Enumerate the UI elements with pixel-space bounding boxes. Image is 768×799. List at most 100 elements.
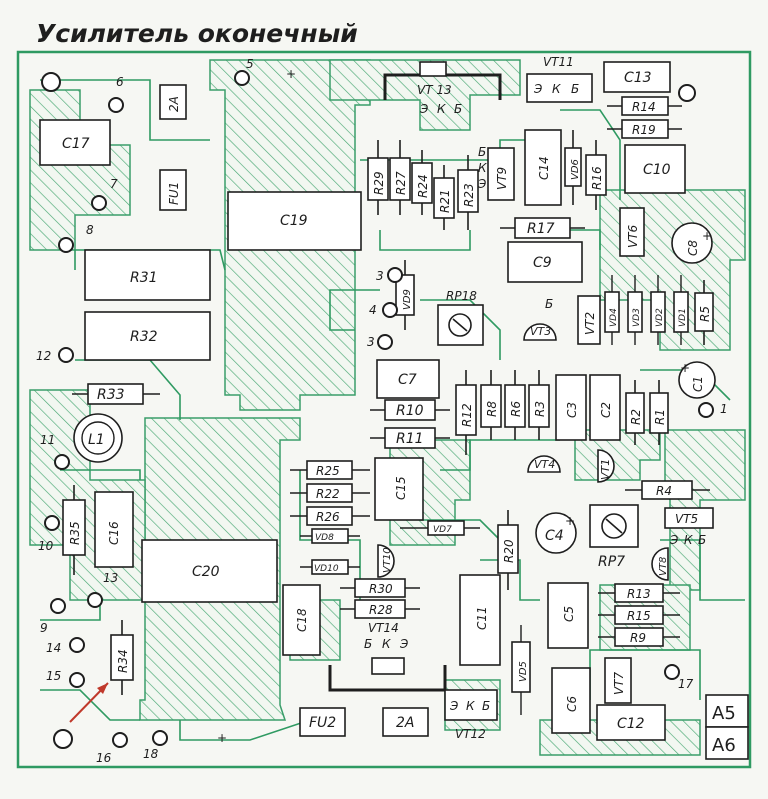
svg-text:2A: 2A xyxy=(396,715,414,731)
svg-text:VT12: VT12 xyxy=(455,727,486,741)
svg-text:16: 16 xyxy=(96,751,112,765)
svg-text:R4: R4 xyxy=(656,484,672,498)
svg-text:RP7: RP7 xyxy=(598,554,625,570)
svg-text:7: 7 xyxy=(110,177,118,191)
svg-text:+: + xyxy=(680,361,690,375)
svg-text:К: К xyxy=(466,699,475,713)
svg-text:18: 18 xyxy=(143,747,159,761)
svg-text:+: + xyxy=(702,229,712,243)
svg-text:Б: Б xyxy=(545,297,553,311)
svg-text:R16: R16 xyxy=(590,166,604,190)
diode-vd5: VD5 xyxy=(511,625,531,715)
diode-vd9: VD9 xyxy=(395,260,415,330)
svg-text:R28: R28 xyxy=(369,603,393,617)
svg-text:VT2: VT2 xyxy=(583,312,597,335)
mounting-hole xyxy=(678,84,696,102)
capacitor-c8: C8 + xyxy=(671,222,713,264)
svg-text:R24: R24 xyxy=(416,174,430,198)
svg-text:VD8: VD8 xyxy=(315,533,334,543)
capacitor-c18: C18 xyxy=(282,584,321,656)
svg-text:R11: R11 xyxy=(396,431,424,447)
resistor-r10: R10 xyxy=(370,399,450,421)
resistor-r21: R21 xyxy=(433,165,455,230)
svg-text:11: 11 xyxy=(40,433,55,447)
svg-text:R19: R19 xyxy=(632,123,656,137)
svg-text:К: К xyxy=(437,102,446,116)
corner-label-a6: A6 xyxy=(712,735,736,756)
svg-text:Б: Б xyxy=(482,699,490,713)
capacitor-c15: C15 xyxy=(374,457,424,521)
svg-text:C11: C11 xyxy=(475,606,489,630)
inductor-l1: L1 xyxy=(73,413,123,463)
svg-text:R29: R29 xyxy=(372,171,386,195)
transistor-vt2: VT2 xyxy=(577,295,601,345)
svg-text:К: К xyxy=(382,637,391,651)
svg-text:R2: R2 xyxy=(629,409,643,425)
svg-text:R35: R35 xyxy=(68,521,82,545)
svg-text:VD1: VD1 xyxy=(678,308,688,327)
resistor-r17: R17 xyxy=(500,217,585,239)
svg-text:VT3: VT3 xyxy=(530,325,551,338)
svg-text:Б: Б xyxy=(454,102,462,116)
resistor-r1: R1 xyxy=(649,380,669,445)
resistor-r32: R32 xyxy=(84,311,211,361)
svg-text:VT 13: VT 13 xyxy=(417,83,452,97)
svg-text:C17: C17 xyxy=(62,136,90,152)
svg-text:Б: Б xyxy=(571,82,579,96)
svg-text:R25: R25 xyxy=(316,464,340,478)
corner-label-a5: A5 xyxy=(712,703,736,724)
svg-text:2A: 2A xyxy=(167,96,181,112)
resistor-r24: R24 xyxy=(411,150,433,215)
svg-text:К: К xyxy=(552,82,561,96)
svg-text:VT5: VT5 xyxy=(675,512,698,526)
svg-text:R1: R1 xyxy=(653,409,667,425)
svg-text:R8: R8 xyxy=(485,401,499,417)
svg-text:C7: C7 xyxy=(398,372,417,388)
svg-text:C6: C6 xyxy=(565,696,579,712)
svg-text:C9: C9 xyxy=(533,255,552,271)
capacitor-c3: C3 xyxy=(555,374,587,441)
svg-text:Э: Э xyxy=(533,82,543,96)
svg-text:C1: C1 xyxy=(691,376,705,392)
capacitor-c1: C1 + xyxy=(678,361,716,399)
svg-text:VT11: VT11 xyxy=(543,55,574,69)
resistor-r13: R13 xyxy=(598,583,680,603)
capacitor-c19: C19 xyxy=(227,191,362,251)
svg-text:R30: R30 xyxy=(369,582,393,596)
capacitor-c14: C14 xyxy=(524,129,562,206)
svg-text:C5: C5 xyxy=(562,606,576,622)
trimmer-rp18: RP18 xyxy=(437,289,484,346)
fuse-2a-top: 2A xyxy=(159,84,187,120)
transistor-vt1: VT1 xyxy=(597,449,615,483)
svg-text:9: 9 xyxy=(40,621,48,635)
svg-text:VD3: VD3 xyxy=(632,308,642,327)
svg-text:15: 15 xyxy=(46,669,61,683)
resistor-r4: R4 xyxy=(625,480,710,500)
transistor-vt8: VT8 xyxy=(651,547,669,581)
svg-text:Э: Э xyxy=(669,533,679,547)
svg-text:C14: C14 xyxy=(537,156,551,180)
resistor-r19: R19 xyxy=(607,119,682,139)
resistor-r33: R33 xyxy=(72,383,160,405)
resistor-r3: R3 xyxy=(528,370,550,440)
svg-text:VT9: VT9 xyxy=(495,167,509,190)
diode-vd3: VD3 xyxy=(627,275,643,345)
capacitor-c11: C11 xyxy=(459,574,501,666)
svg-text:10: 10 xyxy=(38,539,54,553)
resistor-r26: R26 xyxy=(290,506,370,526)
diode-vd7: VD7 xyxy=(400,520,480,536)
svg-text:VT14: VT14 xyxy=(368,621,399,635)
svg-text:+: + xyxy=(286,67,296,81)
svg-text:VD2: VD2 xyxy=(655,308,665,327)
svg-text:C20: C20 xyxy=(192,564,220,580)
resistor-r9: R9 xyxy=(598,627,680,647)
trimmer-rp7: RP7 xyxy=(589,504,639,570)
svg-text:C10: C10 xyxy=(643,162,671,178)
svg-text:R5: R5 xyxy=(698,306,712,322)
svg-text:VD9: VD9 xyxy=(402,289,413,310)
svg-text:FU2: FU2 xyxy=(309,715,336,731)
svg-text:Б: Б xyxy=(698,533,706,547)
resistor-r34: R34 xyxy=(110,620,134,695)
svg-text:+: + xyxy=(217,731,227,745)
